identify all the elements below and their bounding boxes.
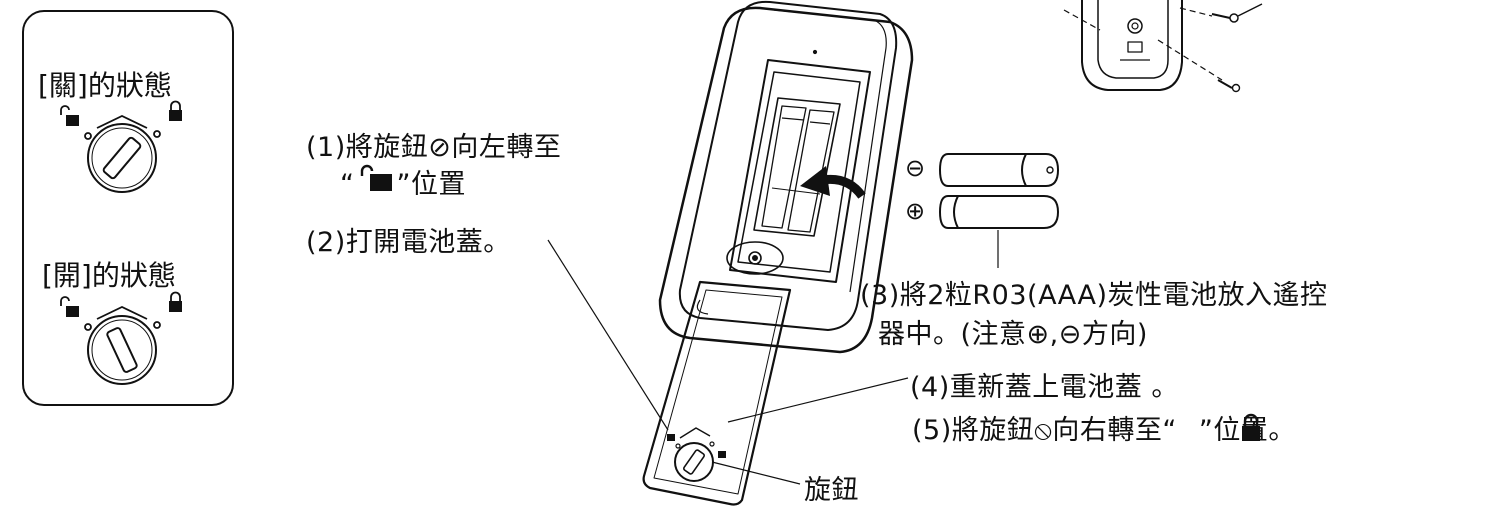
remote-back-detail: [1063, 0, 1263, 93]
legend-open-label: [開]的狀態: [42, 259, 176, 292]
lock-icon: [169, 100, 182, 121]
step-5-pre: (5)將旋鈕⦸向右轉至“: [912, 415, 1177, 446]
insert-arrow: [800, 166, 866, 199]
quote-open: “: [340, 169, 355, 200]
legend-box: [22, 10, 234, 406]
unlock-icon: [60, 105, 79, 126]
lock-icon: [1242, 413, 1260, 441]
legend-arc-closed: [84, 115, 161, 140]
step-1-line-2: “ ”位置: [340, 162, 466, 201]
plus-symbol: ⊕: [905, 197, 926, 225]
knob-label: 旋鈕: [804, 475, 859, 506]
position-text: ”位置: [396, 169, 466, 200]
leader-lines: [547, 230, 999, 485]
step-1-line-1: (1)將旋鈕⊘向左轉至: [306, 132, 562, 163]
minus-symbol: ⊖: [905, 154, 926, 182]
battery-bottom: [938, 195, 1060, 229]
lock-icon: [169, 291, 182, 312]
step-4: (4)重新蓋上電池蓋 。: [910, 372, 1179, 403]
step-3-line-1: (3)將2粒R03(AAA)炭性電池放入遙控: [860, 280, 1328, 311]
battery-cover: [642, 280, 792, 506]
step-5: (5)將旋鈕⦸向右轉至“”位置。: [912, 408, 1296, 447]
step-3-line-2: 器中。(注意⊕,⊖方向): [878, 319, 1148, 350]
legend-closed-label: [關]的狀態: [38, 69, 172, 102]
legend-dial-open: [87, 315, 157, 385]
legend-dial-closed: [87, 123, 157, 193]
step-2: (2)打開電池蓋。: [306, 227, 511, 258]
unlock-icon: [60, 296, 79, 317]
legend-arc-open: [84, 306, 161, 331]
unlock-icon: [360, 164, 392, 191]
remote-control: [658, 0, 914, 354]
battery-top: [938, 153, 1060, 187]
